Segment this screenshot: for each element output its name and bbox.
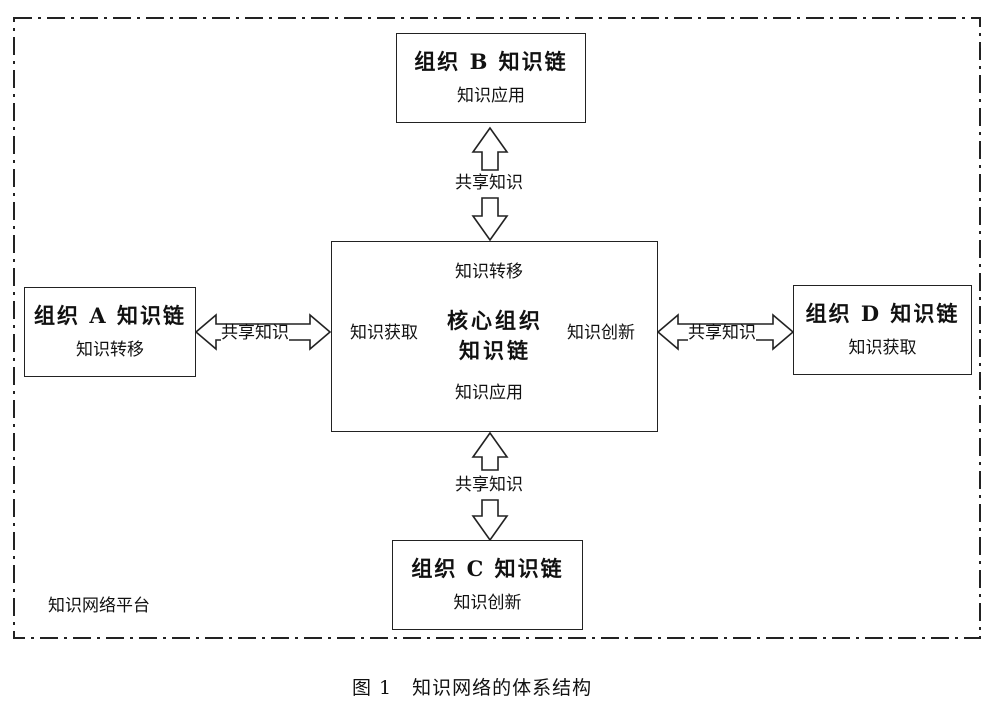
- core-title-line1: 核心组织: [447, 308, 543, 333]
- core-title-line2: 知识链: [459, 338, 531, 364]
- core-label-right: 知识创新: [567, 323, 635, 343]
- org-c-subtitle: 知识创新: [453, 593, 522, 613]
- platform-label: 知识网络平台: [48, 596, 150, 616]
- org-a-box: 组织 A 知识链 知识转移: [24, 287, 196, 377]
- core-title: 核心组织 知识链: [440, 306, 550, 367]
- platform-border: [13, 17, 981, 639]
- org-d-subtitle: 知识获取: [848, 338, 917, 358]
- org-a-title: 组织 A 知识链: [34, 303, 186, 328]
- core-label-bottom: 知识应用: [455, 383, 523, 403]
- arrow-top-up: [471, 126, 509, 171]
- core-box: [331, 241, 658, 432]
- arrow-bottom-up: [471, 431, 509, 471]
- org-d-title: 组织 D 知识链: [805, 301, 960, 326]
- connector-label-left: 共享知识: [221, 323, 289, 343]
- org-b-title: 组织 B 知识链: [414, 49, 568, 74]
- connector-label-top: 共享知识: [455, 173, 523, 193]
- figure-caption: 图 1 知识网络的体系结构: [352, 677, 593, 699]
- connector-label-bottom: 共享知识: [455, 475, 523, 495]
- org-b-subtitle: 知识应用: [457, 86, 525, 106]
- org-b-box: 组织 B 知识链 知识应用: [396, 33, 586, 123]
- org-a-subtitle: 知识转移: [76, 340, 144, 360]
- core-label-top: 知识转移: [455, 262, 523, 282]
- org-c-title: 组织 C 知识链: [411, 556, 564, 581]
- connector-label-right: 共享知识: [688, 323, 756, 343]
- core-label-left: 知识获取: [350, 323, 418, 343]
- arrow-top-down: [471, 197, 509, 242]
- org-d-box: 组织 D 知识链 知识获取: [793, 285, 972, 375]
- org-c-box: 组织 C 知识链 知识创新: [392, 540, 583, 630]
- arrow-bottom-down: [471, 499, 509, 542]
